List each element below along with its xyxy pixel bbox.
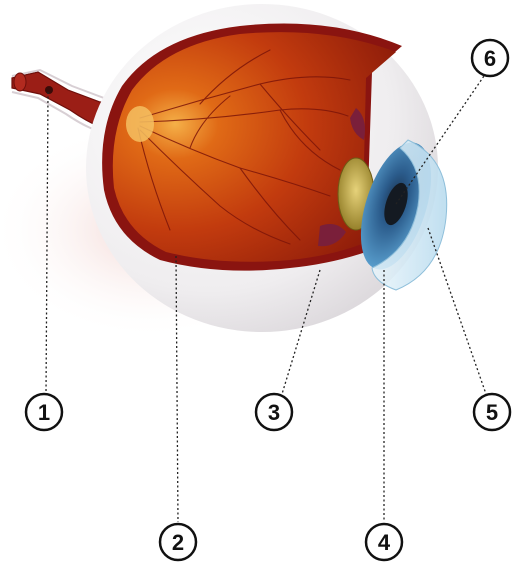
optic-nerve-end	[14, 73, 26, 91]
callout-6: 6	[472, 40, 508, 76]
callout-label-3: 3	[268, 400, 280, 425]
callout-4: 4	[366, 524, 402, 560]
callout-3: 3	[256, 394, 292, 430]
callout-label-1: 1	[38, 400, 50, 425]
optic-disc	[126, 106, 154, 142]
callout-5: 5	[474, 394, 510, 430]
callout-2: 2	[160, 524, 196, 560]
callout-label-5: 5	[486, 400, 498, 425]
central-vessel-dot	[45, 86, 53, 94]
callout-label-2: 2	[172, 530, 184, 555]
callout-label-4: 4	[378, 530, 391, 555]
callout-1: 1	[26, 394, 62, 430]
callout-label-6: 6	[484, 46, 496, 71]
